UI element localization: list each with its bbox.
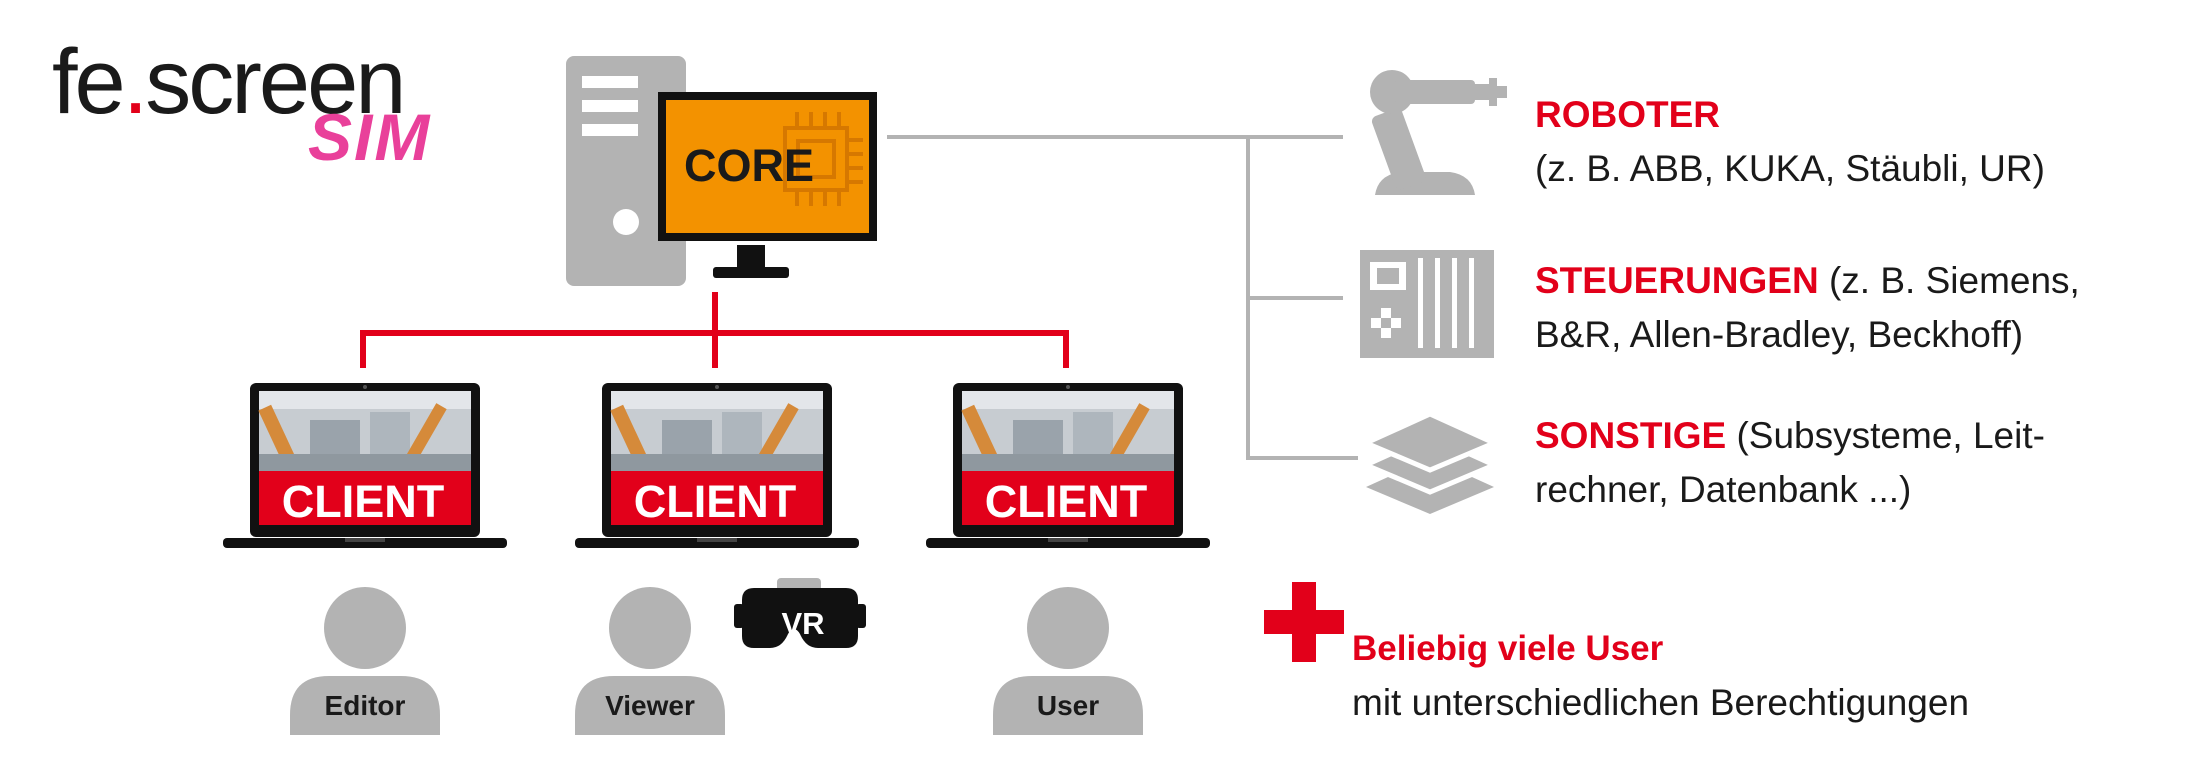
client-laptop-icon (575, 383, 859, 548)
client-label: CLIENT (633, 476, 797, 527)
core-monitor-icon (658, 92, 877, 278)
user-silhouette-icon (993, 587, 1143, 735)
users-note: Beliebig viele User mit unterschiedliche… (1352, 622, 1969, 730)
category-controls: STEUERUNGEN (z. B. Siemens, B&R, Allen-B… (1535, 254, 2080, 362)
brand-logo: fe.screen (52, 36, 406, 128)
client-laptop-icon (926, 383, 1210, 548)
layers-stack-icon (1359, 411, 1501, 514)
role-label-editor: Editor (324, 690, 406, 721)
robot-arm-icon (1370, 70, 1507, 195)
role-label-user: User (1036, 690, 1100, 721)
client-label: CLIENT (281, 476, 445, 527)
category-other: SONSTIGE (Subsysteme, Leit- rechner, Dat… (1535, 409, 2045, 517)
other-title: SONSTIGE (1535, 415, 1727, 456)
other-description-2: rechner, Datenbank ...) (1535, 469, 1912, 510)
logo-sub: SIM (308, 100, 432, 174)
logo-prefix: fe (52, 31, 126, 133)
logo-suffix: screen (145, 31, 406, 133)
plc-controller-icon (1360, 250, 1494, 358)
factory-screen-image (610, 391, 823, 471)
chip-icon (783, 112, 863, 206)
plus-icon (1264, 582, 1344, 662)
factory-screen-image (258, 391, 471, 471)
server-tower-icon (566, 56, 686, 286)
vr-label: VR (781, 606, 825, 641)
client-label: CLIENT (984, 476, 1148, 527)
peripheral-connector (887, 135, 1358, 460)
role-label-viewer: Viewer (605, 690, 695, 721)
client-connector (360, 292, 1069, 368)
category-robots: ROBOTER (z. B. ABB, KUKA, Stäubli, UR) (1535, 88, 2045, 196)
users-note-description: mit unterschiedlichen Berechtigungen (1352, 682, 1970, 723)
client-laptop-icon (223, 383, 507, 548)
robots-description: (z. B. ABB, KUKA, Stäubli, UR) (1535, 148, 2045, 189)
factory-screen-image (961, 391, 1174, 471)
other-description-1: (Subsysteme, Leit- (1726, 415, 2045, 456)
core-label: CORE (684, 140, 815, 191)
users-note-title: Beliebig viele User (1352, 629, 1664, 668)
logo-dot: . (122, 31, 149, 133)
user-silhouette-icon (575, 587, 725, 735)
vr-headset-icon (734, 578, 866, 648)
robots-title: ROBOTER (1535, 94, 1720, 135)
controls-title: STEUERUNGEN (1535, 260, 1819, 301)
user-silhouette-icon (290, 587, 440, 735)
controls-description-1: (z. B. Siemens, (1818, 260, 2080, 301)
controls-description-2: B&R, Allen-Bradley, Beckhoff) (1535, 314, 2024, 355)
